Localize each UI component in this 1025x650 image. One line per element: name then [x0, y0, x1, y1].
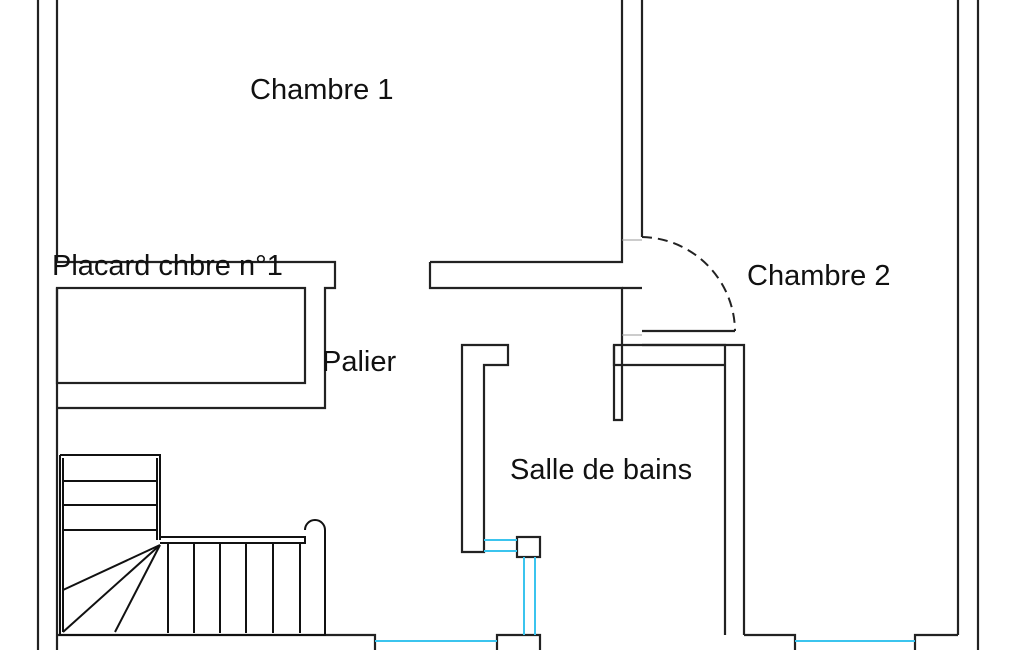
room-label-salle-de-bains: Salle de bains [510, 454, 693, 486]
room-label-placard: Placard chbre n°1 [52, 250, 283, 282]
room-label-chambre-1: Chambre 1 [250, 74, 394, 106]
staircase [59, 454, 326, 636]
room-label-palier: Palier [322, 346, 397, 378]
room-label-chambre-2: Chambre 2 [747, 260, 891, 292]
windows [375, 539, 915, 642]
walls [36, 0, 980, 650]
door-swing [622, 236, 736, 336]
